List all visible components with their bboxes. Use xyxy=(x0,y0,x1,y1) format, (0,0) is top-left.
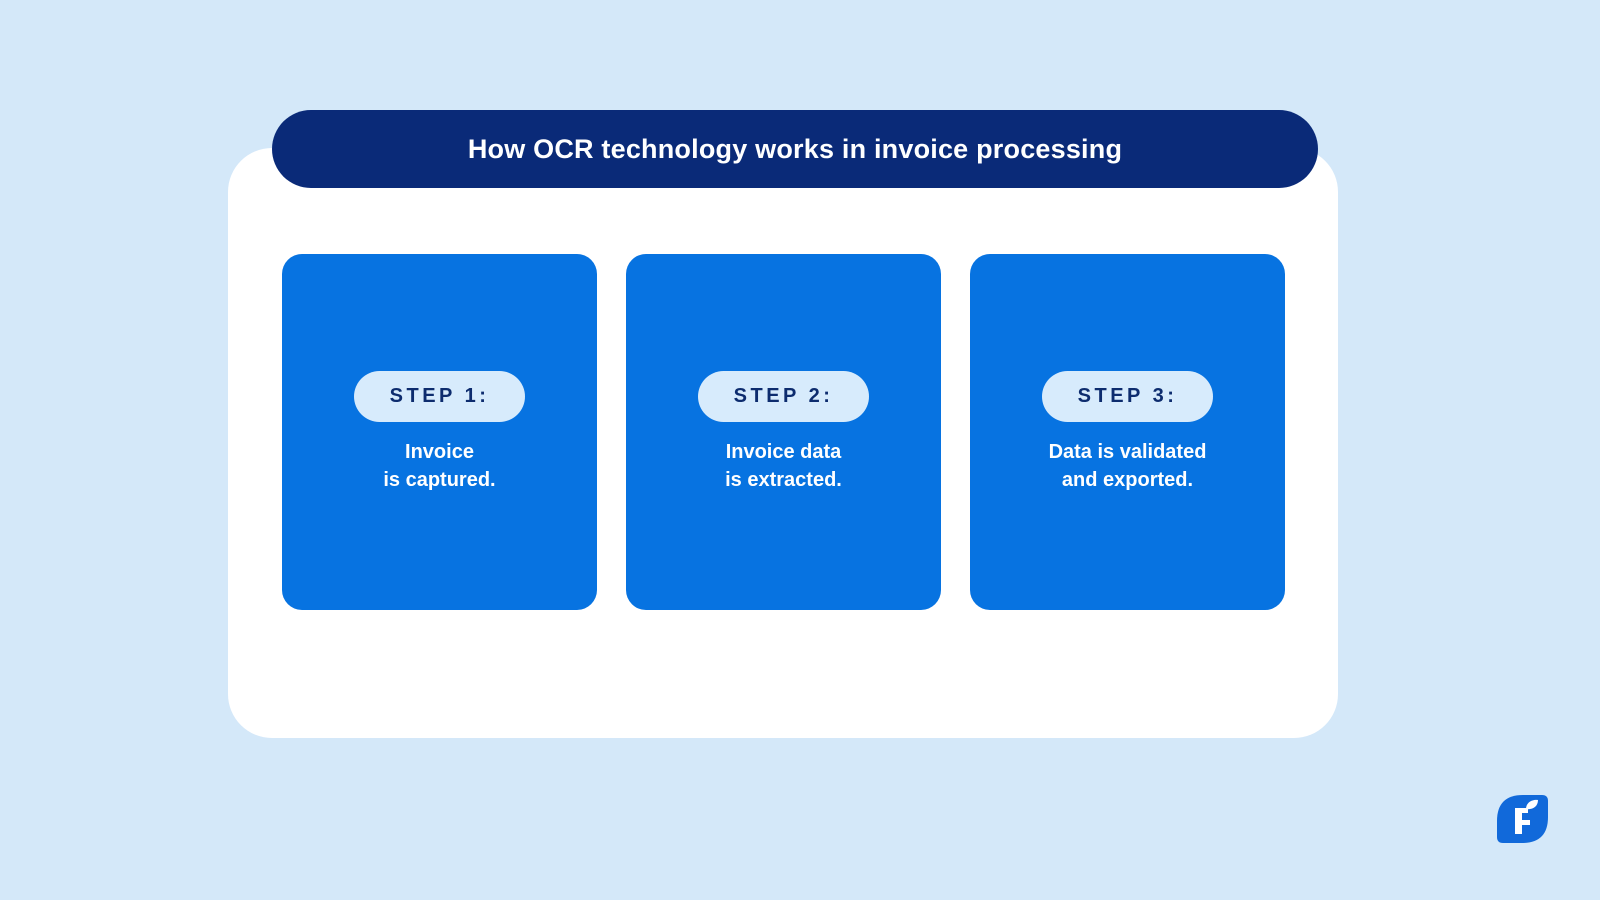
step-1-description-line1: Invoice xyxy=(405,440,474,463)
step-3-description: Data is validated and exported. xyxy=(1049,438,1207,494)
step-1-description: Invoice is captured. xyxy=(383,438,495,494)
step-1-badge-label: STEP 1: xyxy=(389,384,490,407)
step-3-badge: STEP 3: xyxy=(1041,370,1214,422)
step-3-description-line1: Data is validated xyxy=(1048,440,1207,463)
step-2-description: Invoice data is extracted. xyxy=(725,438,842,494)
steps-row: STEP 1: Invoice is captured. STEP 2: Inv… xyxy=(282,254,1285,610)
step-2-badge-label: STEP 2: xyxy=(733,384,834,407)
step-3-badge-label: STEP 3: xyxy=(1077,384,1178,407)
step-2-description-line2: is extracted. xyxy=(725,468,842,491)
step-card-1: STEP 1: Invoice is captured. xyxy=(282,254,597,610)
step-1-description-line2: is captured. xyxy=(383,468,496,491)
step-1-badge: STEP 1: xyxy=(353,370,526,422)
freshbooks-logo-icon xyxy=(1497,795,1548,843)
page-title: How OCR technology works in invoice proc… xyxy=(467,133,1123,164)
step-card-2: STEP 2: Invoice data is extracted. xyxy=(626,254,941,610)
step-3-description-line2: and exported. xyxy=(1061,468,1194,491)
title-banner: How OCR technology works in invoice proc… xyxy=(272,110,1318,188)
step-2-description-line1: Invoice data xyxy=(725,440,842,463)
step-2-badge: STEP 2: xyxy=(697,370,870,422)
step-card-3: STEP 3: Data is validated and exported. xyxy=(970,254,1285,610)
